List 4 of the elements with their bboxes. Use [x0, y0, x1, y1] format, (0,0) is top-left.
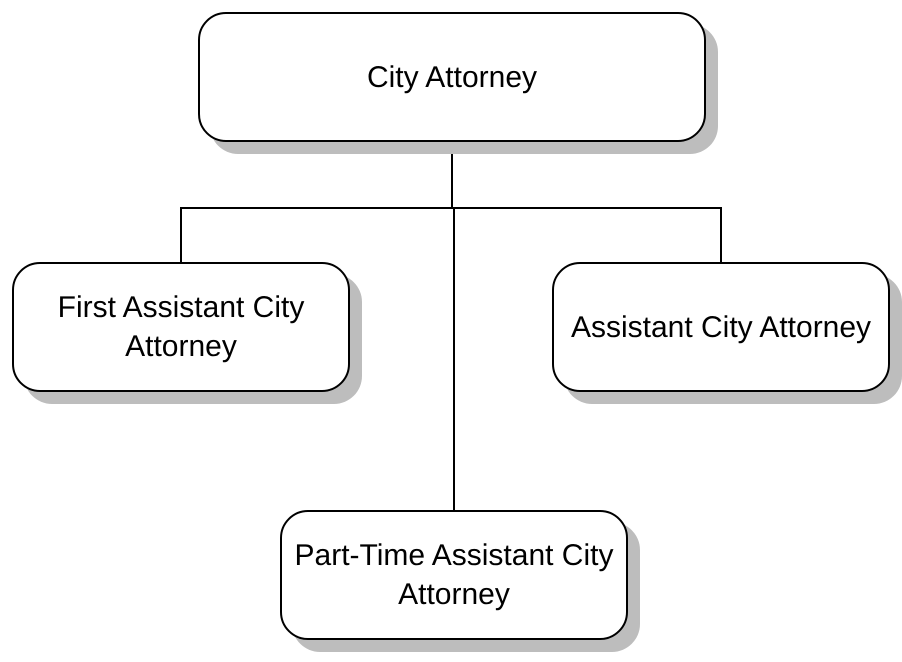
position-title: Assistant City Attorney: [570, 310, 872, 346]
position-title: First Assistant City Attorney: [56, 290, 306, 365]
position-title: Part-Time Assistant City Attorney: [294, 538, 614, 613]
position-title: City Attorney: [366, 60, 538, 96]
